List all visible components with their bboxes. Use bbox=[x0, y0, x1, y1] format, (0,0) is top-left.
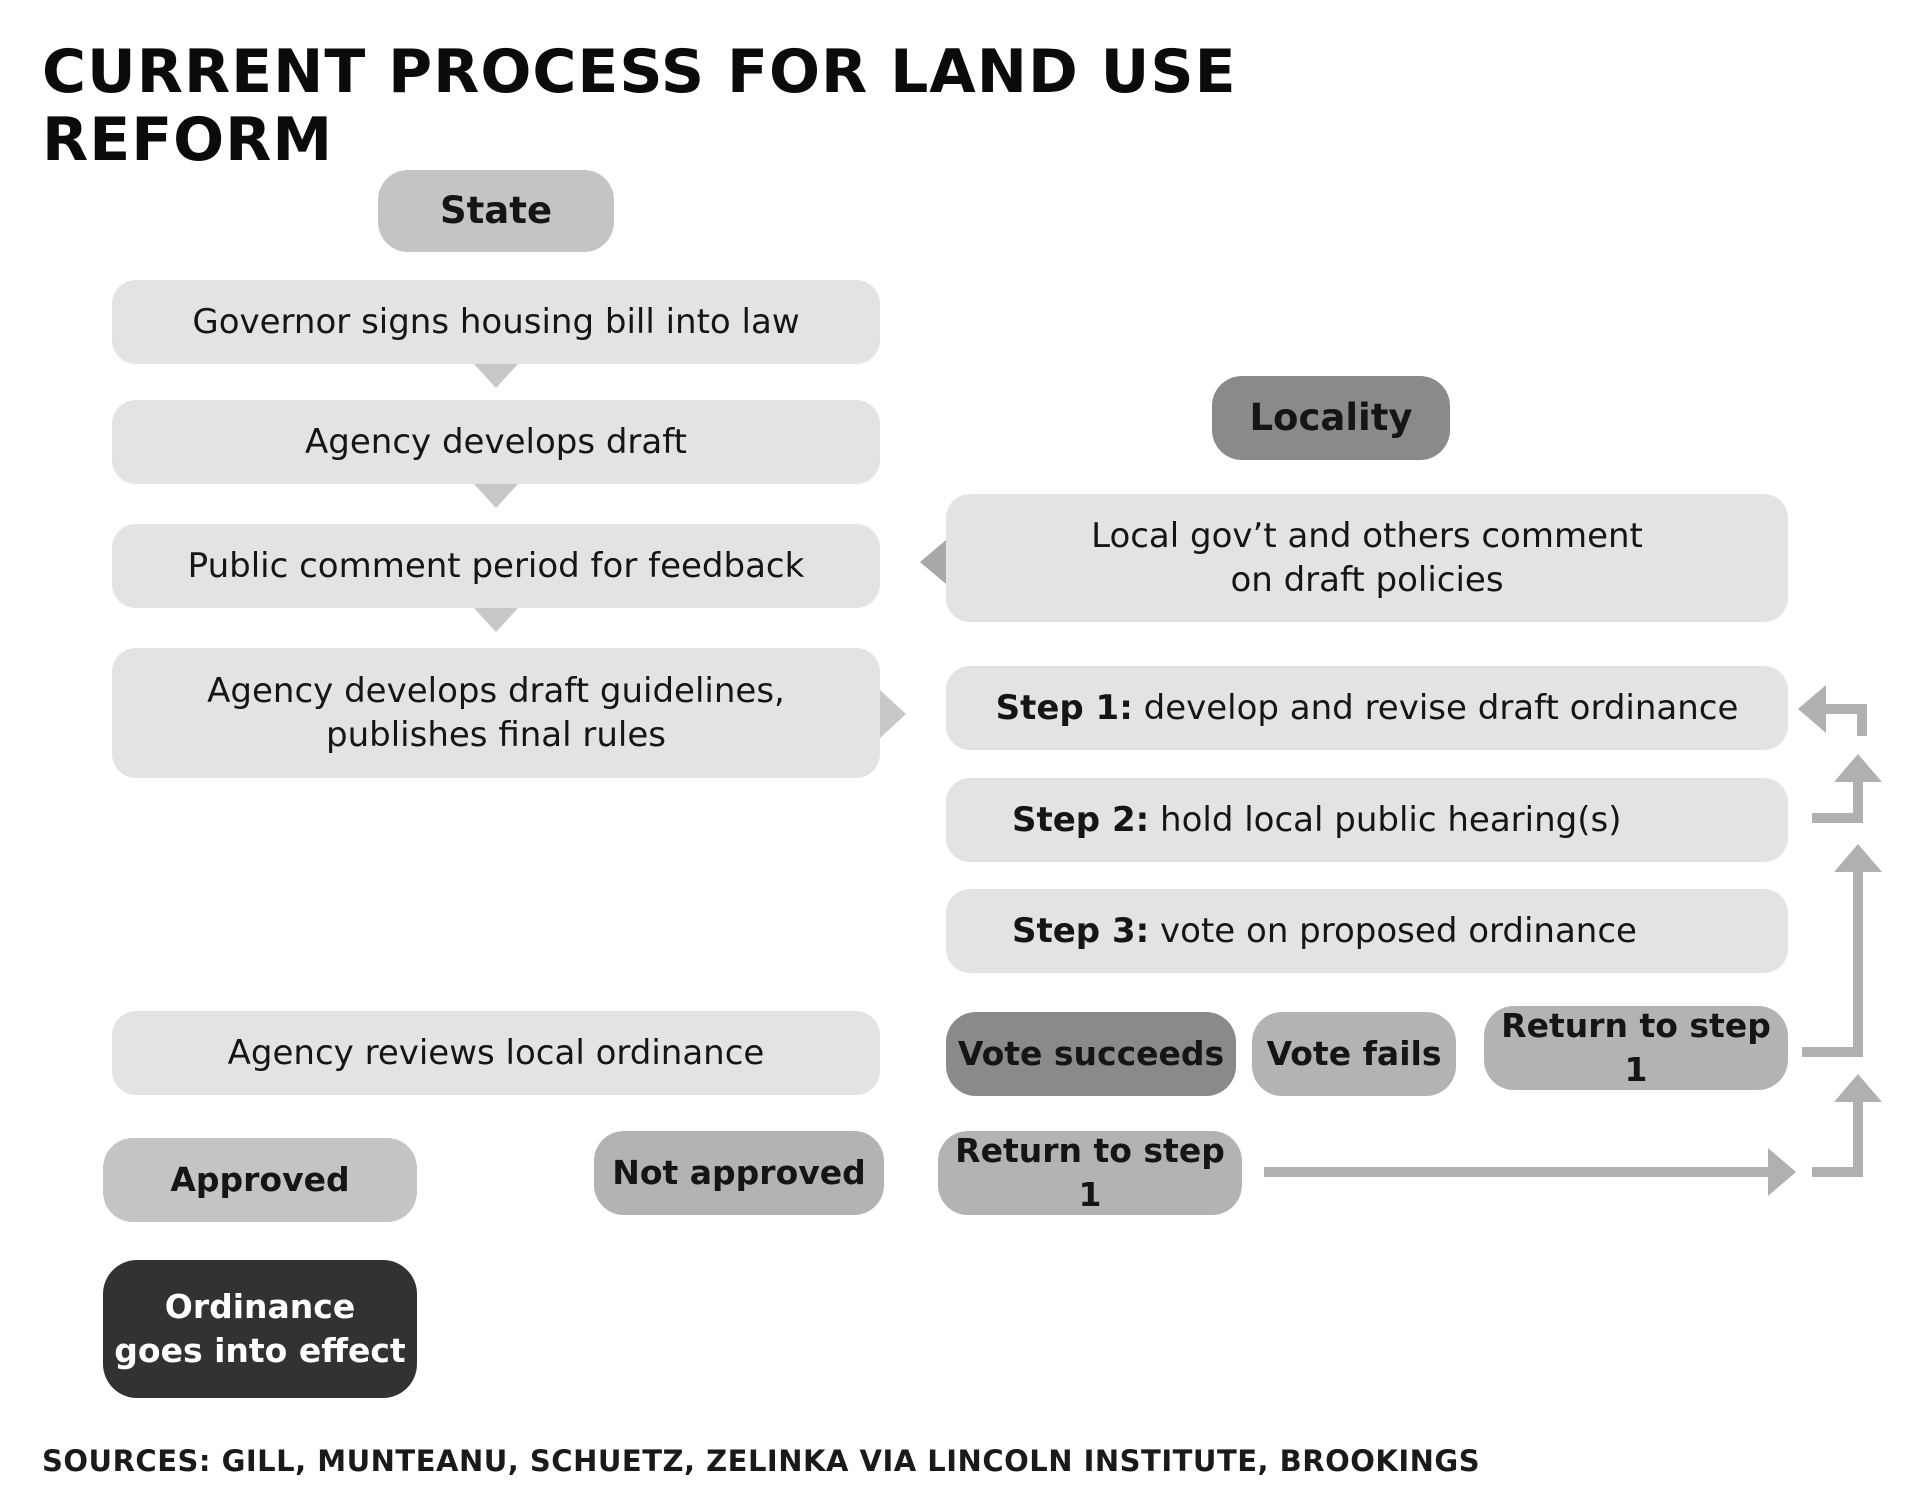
vote-succeeds-outcome: Vote succeeds bbox=[946, 1012, 1236, 1096]
loop-to-step-1-line bbox=[1820, 704, 1867, 736]
step-agency-drafts: Agency develops draft bbox=[112, 400, 880, 484]
state-header: State bbox=[378, 170, 614, 252]
right-connector bbox=[880, 690, 906, 738]
return-vertical-arrowhead bbox=[1834, 844, 1882, 872]
bottom-up-line bbox=[1812, 1100, 1863, 1177]
approved-outcome: Approved bbox=[103, 1138, 417, 1222]
horizontal-arrowhead bbox=[1768, 1148, 1796, 1196]
loop-to-step-1-arrowhead bbox=[1798, 685, 1826, 733]
down-connector-1 bbox=[474, 364, 518, 388]
step-1-text: develop and revise draft ordinance bbox=[1143, 688, 1739, 728]
locality-step-1: Step 1: develop and revise draft ordinan… bbox=[946, 666, 1788, 750]
down-connector-2 bbox=[474, 484, 518, 508]
step-2-up-line bbox=[1812, 780, 1863, 823]
down-connector-3 bbox=[474, 608, 518, 632]
step-2-label: Step 2: bbox=[1012, 800, 1150, 840]
step-3-text: vote on proposed ordinance bbox=[1160, 911, 1637, 951]
return-to-step-1-bottom: Return to step 1 bbox=[938, 1131, 1242, 1215]
ordinance-effect-box: Ordinance goes into effect bbox=[103, 1260, 417, 1398]
effect-line-2: goes into effect bbox=[114, 1331, 406, 1370]
page-title: CURRENT PROCESS FOR LAND USE REFORM bbox=[42, 37, 1237, 175]
locality-header: Locality bbox=[1212, 376, 1450, 460]
comment-line-2: on draft policies bbox=[1230, 560, 1504, 600]
vote-fails-outcome: Vote fails bbox=[1252, 1012, 1456, 1096]
locality-comment: Local gov’t and others comment on draft … bbox=[946, 494, 1788, 622]
effect-line-1: Ordinance bbox=[164, 1287, 356, 1326]
step-public-comment: Public comment period for feedback bbox=[112, 524, 880, 608]
step-agency-reviews: Agency reviews local ordinance bbox=[112, 1011, 880, 1095]
step-agency-guidelines: Agency develops draft guidelines, publis… bbox=[112, 648, 880, 778]
bottom-up-arrowhead bbox=[1834, 1074, 1882, 1102]
step-governor-signs: Governor signs housing bill into law bbox=[112, 280, 880, 364]
step-2-up-arrowhead bbox=[1834, 754, 1882, 782]
return-to-step-1-right: Return to step 1 bbox=[1484, 1006, 1788, 1090]
step-2-text: hold local public hearing(s) bbox=[1160, 800, 1622, 840]
guidelines-line-2: publishes final rules bbox=[326, 715, 666, 755]
return-vertical-line bbox=[1802, 870, 1863, 1057]
step-1-label: Step 1: bbox=[995, 688, 1133, 728]
left-connector bbox=[920, 540, 946, 584]
step-3-label: Step 3: bbox=[1012, 911, 1150, 951]
comment-line-1: Local gov’t and others comment bbox=[1091, 516, 1643, 556]
not-approved-outcome: Not approved bbox=[594, 1131, 884, 1215]
guidelines-line-1: Agency develops draft guidelines, bbox=[207, 671, 785, 711]
locality-step-2: Step 2: hold local public hearing(s) bbox=[946, 778, 1788, 862]
sources-footnote: SOURCES: GILL, MUNTEANU, SCHUETZ, ZELINK… bbox=[42, 1444, 1481, 1478]
locality-step-3: Step 3: vote on proposed ordinance bbox=[946, 889, 1788, 973]
